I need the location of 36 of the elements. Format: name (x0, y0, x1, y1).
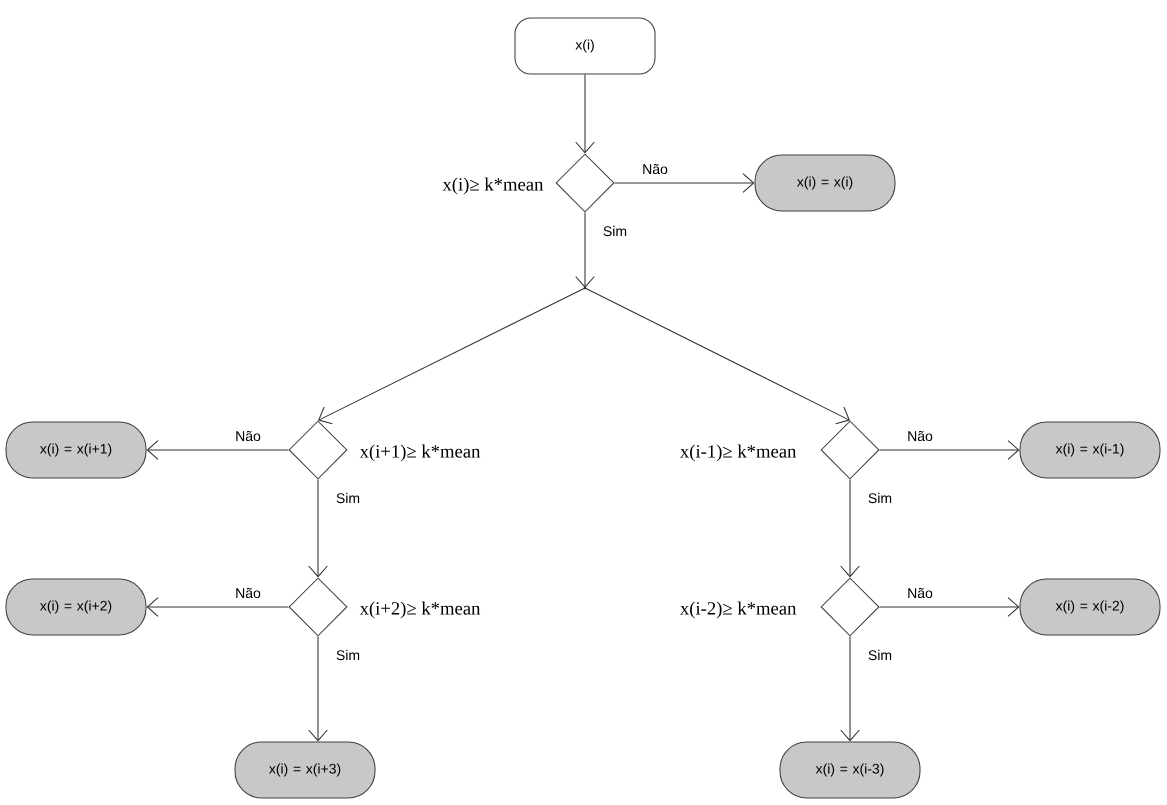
edge-label: Sim (334, 648, 362, 662)
arrow (614, 173, 755, 193)
arrow (584, 287, 850, 425)
edge-label: Não (905, 586, 935, 600)
condition-text: x(i-2)≥ k*mean (680, 601, 797, 619)
arrow (840, 636, 860, 742)
arrow (308, 636, 328, 742)
edge-label: Sim (866, 491, 894, 505)
edge-label: Não (233, 586, 263, 600)
arrow (146, 597, 289, 617)
edge-label: Sim (334, 491, 362, 505)
result-box: x(i) = x(i+3) (234, 741, 376, 799)
edge-label: Sim (601, 224, 629, 238)
result-box: x(i) = x(i-2) (1019, 578, 1161, 636)
result-box: x(i) = x(i-1) (1019, 421, 1161, 479)
edge-label: Não (640, 162, 670, 176)
condition-text: x(i-1)≥ k*mean (680, 444, 797, 462)
arrow (840, 479, 860, 578)
condition-text: x(i+1)≥ k*mean (359, 444, 481, 462)
edge-label: Sim (866, 648, 894, 662)
result-box: x(i) = x(i) (754, 154, 896, 212)
condition-text: x(i+2)≥ k*mean (359, 601, 481, 619)
arrow (146, 440, 289, 460)
edge-label: Não (905, 429, 935, 443)
arrow (575, 212, 595, 288)
arrow (318, 287, 586, 425)
condition-text: x(i)≥ k*mean (442, 177, 544, 195)
result-box: x(i) = x(i-3) (779, 741, 921, 799)
arrow (879, 597, 1020, 617)
arrow (308, 479, 328, 578)
arrow (879, 440, 1020, 460)
start-box: x(i) (514, 17, 656, 75)
result-box: x(i) = x(i+2) (5, 578, 147, 636)
arrow (575, 74, 595, 154)
edge-label: Não (233, 429, 263, 443)
result-box: x(i) = x(i+1) (5, 421, 147, 479)
